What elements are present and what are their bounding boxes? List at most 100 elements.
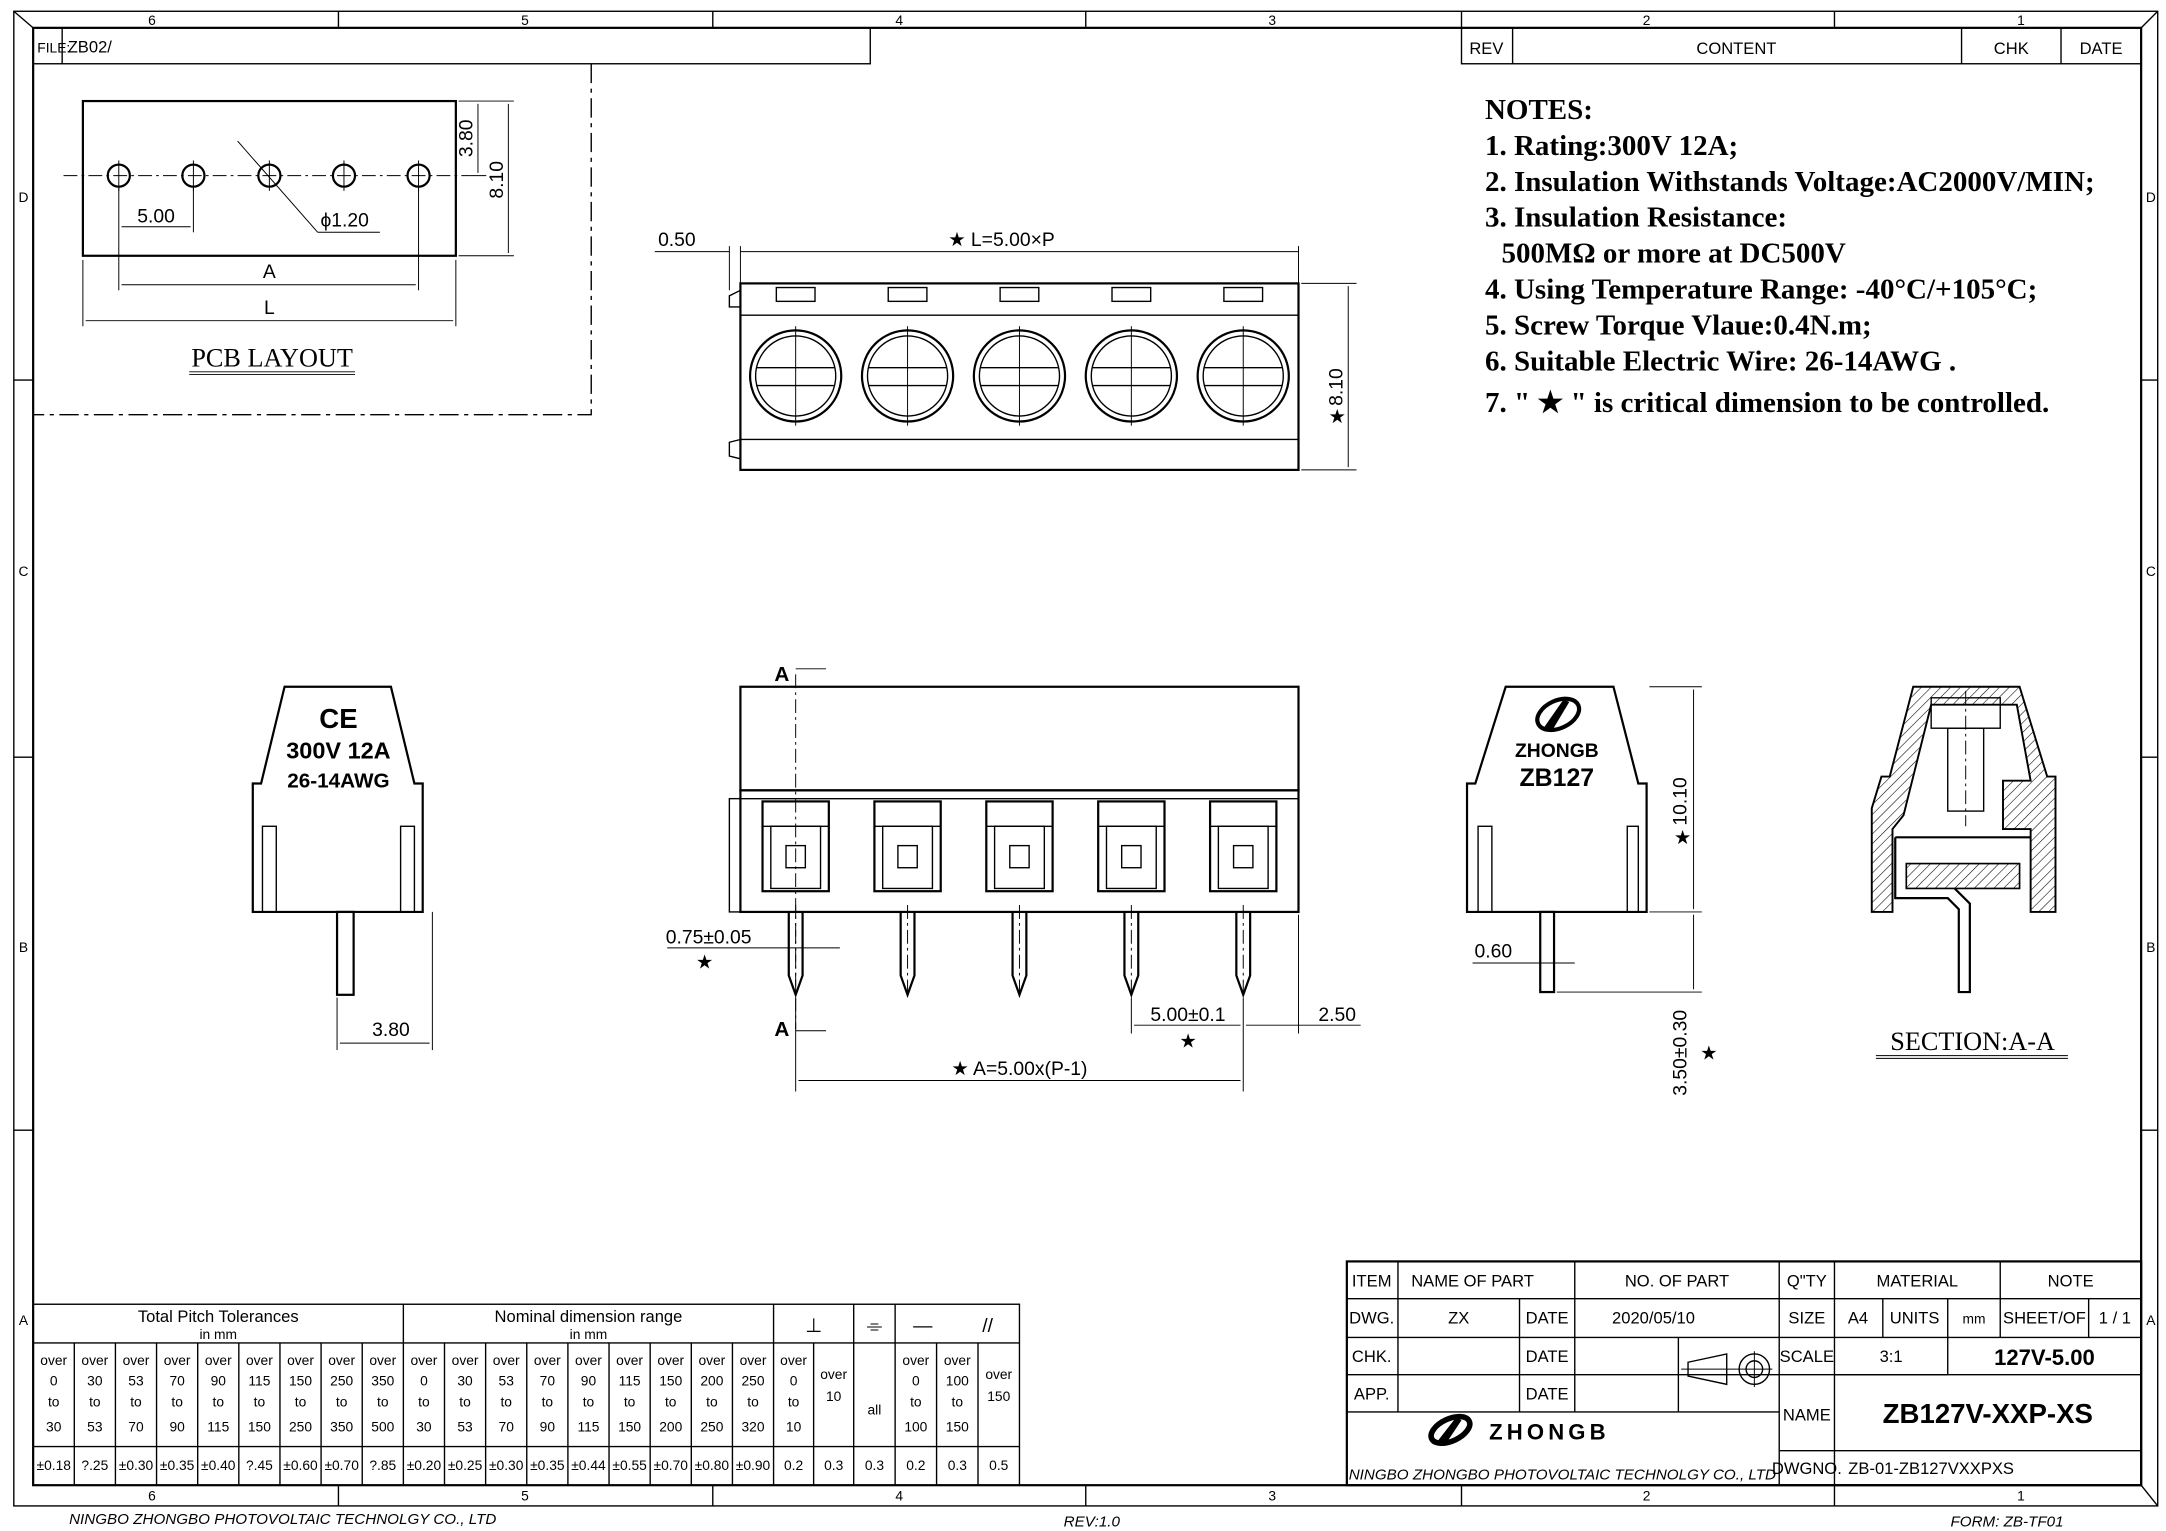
tolerance-value: 0.3	[824, 1457, 844, 1473]
range-to: to	[583, 1393, 595, 1409]
top-view: 0.50 ★ L=5.00×P 8.10 ★	[654, 230, 1357, 471]
note-line: 2. Insulation Withstands Voltage:AC2000V…	[1485, 166, 2095, 198]
row-label: A	[19, 1312, 29, 1328]
symmetry-symbol: ⌯	[867, 1316, 882, 1337]
column-labels-top: 6 5 4 3 2 1	[148, 12, 2025, 28]
pcb-layout-title: PCB LAYOUT	[191, 343, 353, 372]
range-to-value: 320	[741, 1418, 764, 1434]
critical-star: ★	[696, 953, 713, 974]
pcb-row-offset-dim: 3.80	[456, 120, 477, 158]
top-view-dimensions: 0.50 ★ L=5.00×P 8.10 ★	[654, 230, 1357, 471]
range-over: over	[575, 1352, 602, 1368]
tolerance-value: ±0.30	[489, 1457, 524, 1473]
tolerance-value: ±0.44	[571, 1457, 606, 1473]
range-from: 115	[619, 1373, 641, 1389]
range-to-value: 250	[700, 1418, 723, 1434]
column-labels-bottom: 6 5 4 3 2 1	[148, 1487, 2025, 1503]
range-to-value: 70	[128, 1418, 144, 1434]
item-header: ITEM	[1352, 1271, 1392, 1290]
model-label: ZB127	[1520, 764, 1595, 792]
range-to-value: 150	[946, 1418, 969, 1434]
pcb-holes	[106, 160, 431, 191]
company-name: NINGBO ZHONGBO PHOTOVOLTAIC TECHNOLGY CO…	[1349, 1467, 1776, 1484]
row-label: C	[18, 563, 28, 579]
range-to-value: 53	[87, 1418, 103, 1434]
tolerance-value: ±0.70	[324, 1457, 359, 1473]
scale-value: 3:1	[1880, 1347, 1903, 1366]
left-side-body	[251, 685, 424, 914]
file-value: ZB02/	[68, 38, 113, 57]
range-to: to	[171, 1393, 183, 1409]
range-over: over	[328, 1352, 355, 1368]
critical-star: ★	[1179, 1031, 1196, 1052]
tolerance-value: 0.3	[865, 1457, 885, 1473]
range-to: to	[377, 1393, 389, 1409]
date-label: DATE	[1526, 1347, 1569, 1366]
range-over: over	[411, 1352, 438, 1368]
pitch-tolerance-unit: in mm	[199, 1326, 237, 1342]
note-line: 1. Rating:300V 12A;	[1485, 130, 1738, 162]
drawing-date-value: 2020/05/10	[1612, 1309, 1695, 1328]
size-value: A4	[1848, 1309, 1868, 1328]
tolerance-value: ±0.60	[283, 1457, 318, 1473]
tolerance-value: ?.45	[246, 1457, 273, 1473]
footer-rev: REV:1.0	[1064, 1514, 1121, 1531]
tolerance-value: ±0.35	[160, 1457, 195, 1473]
date-header: DATE	[2080, 39, 2123, 58]
pin	[1123, 911, 1140, 999]
nominal-range-header: Nominal dimension range	[495, 1307, 683, 1326]
range-from: 150	[289, 1373, 312, 1389]
zone-dividers	[13, 11, 2158, 1506]
range-to-value: 30	[46, 1418, 62, 1434]
scale-label: SCALE	[1780, 1347, 1834, 1366]
wire-entry	[873, 800, 942, 999]
col-label: 6	[148, 12, 156, 28]
col-label: 1	[2017, 12, 2025, 28]
date-label: DATE	[1526, 1385, 1569, 1404]
section-a-a-view: SECTION:A-A	[1870, 685, 2068, 1059]
left-side-view: CE 300V 12A 26-14AWG 3.80	[251, 685, 433, 1051]
pcb-dimensions: 5.00 ϕ1.20 A L 3.80 8.10	[82, 100, 514, 327]
range-to: to	[336, 1393, 348, 1409]
range-to: to	[910, 1393, 922, 1409]
sheet-label: SHEET/OF	[2003, 1309, 2086, 1328]
chk-label: CHK.	[1352, 1347, 1392, 1366]
range-to-value: 10	[786, 1418, 802, 1434]
range-over: over	[452, 1352, 479, 1368]
range-to: to	[747, 1393, 759, 1409]
pin	[787, 911, 804, 999]
units-label: UNITS	[1890, 1309, 1940, 1328]
parallelism-symbol: //	[982, 1316, 993, 1337]
range-over: over	[902, 1352, 929, 1368]
row-labels: D C B A D C B A	[18, 189, 2156, 1328]
pcb-pitch-dim: 5.00	[137, 207, 175, 228]
front-lower-body	[739, 789, 1300, 914]
section-housing	[1870, 685, 2057, 913]
content-header: CONTENT	[1696, 39, 1776, 58]
top-offset-dim: 0.50	[658, 230, 696, 251]
tolerance-value: ±0.80	[695, 1457, 730, 1473]
footer-form: FORM: ZB-TF01	[1951, 1514, 2064, 1531]
pcb-l-dim: L	[264, 298, 275, 319]
range-over: over	[780, 1352, 807, 1368]
tolerance-value: ±0.90	[736, 1457, 771, 1473]
top-length-dim: ★ L=5.00×P	[948, 230, 1055, 251]
company-logo: ZHONGB	[1428, 1413, 1606, 1447]
range-from: 70	[540, 1373, 556, 1389]
tolerance-value: 0.3	[948, 1457, 968, 1473]
range-to-value: 200	[659, 1418, 682, 1434]
critical-star: ★	[1700, 1044, 1717, 1065]
note-line: 5. Screw Torque Vlaue:0.4N.m;	[1485, 310, 1872, 342]
top-view-body	[739, 282, 1300, 471]
pin	[1011, 911, 1028, 999]
date-label: DATE	[1526, 1309, 1569, 1328]
top-view-screws	[748, 286, 1290, 426]
no-of-part-header: NO. OF PART	[1625, 1271, 1729, 1290]
file-label: FILE:	[37, 40, 70, 56]
range-over: over	[287, 1352, 314, 1368]
tolerance-value: 0.5	[989, 1457, 1009, 1473]
range-to-value: 90	[540, 1418, 556, 1434]
row-label: B	[19, 939, 28, 955]
pcb-layout-boundary	[33, 63, 592, 416]
tolerance-value: ±0.70	[654, 1457, 689, 1473]
